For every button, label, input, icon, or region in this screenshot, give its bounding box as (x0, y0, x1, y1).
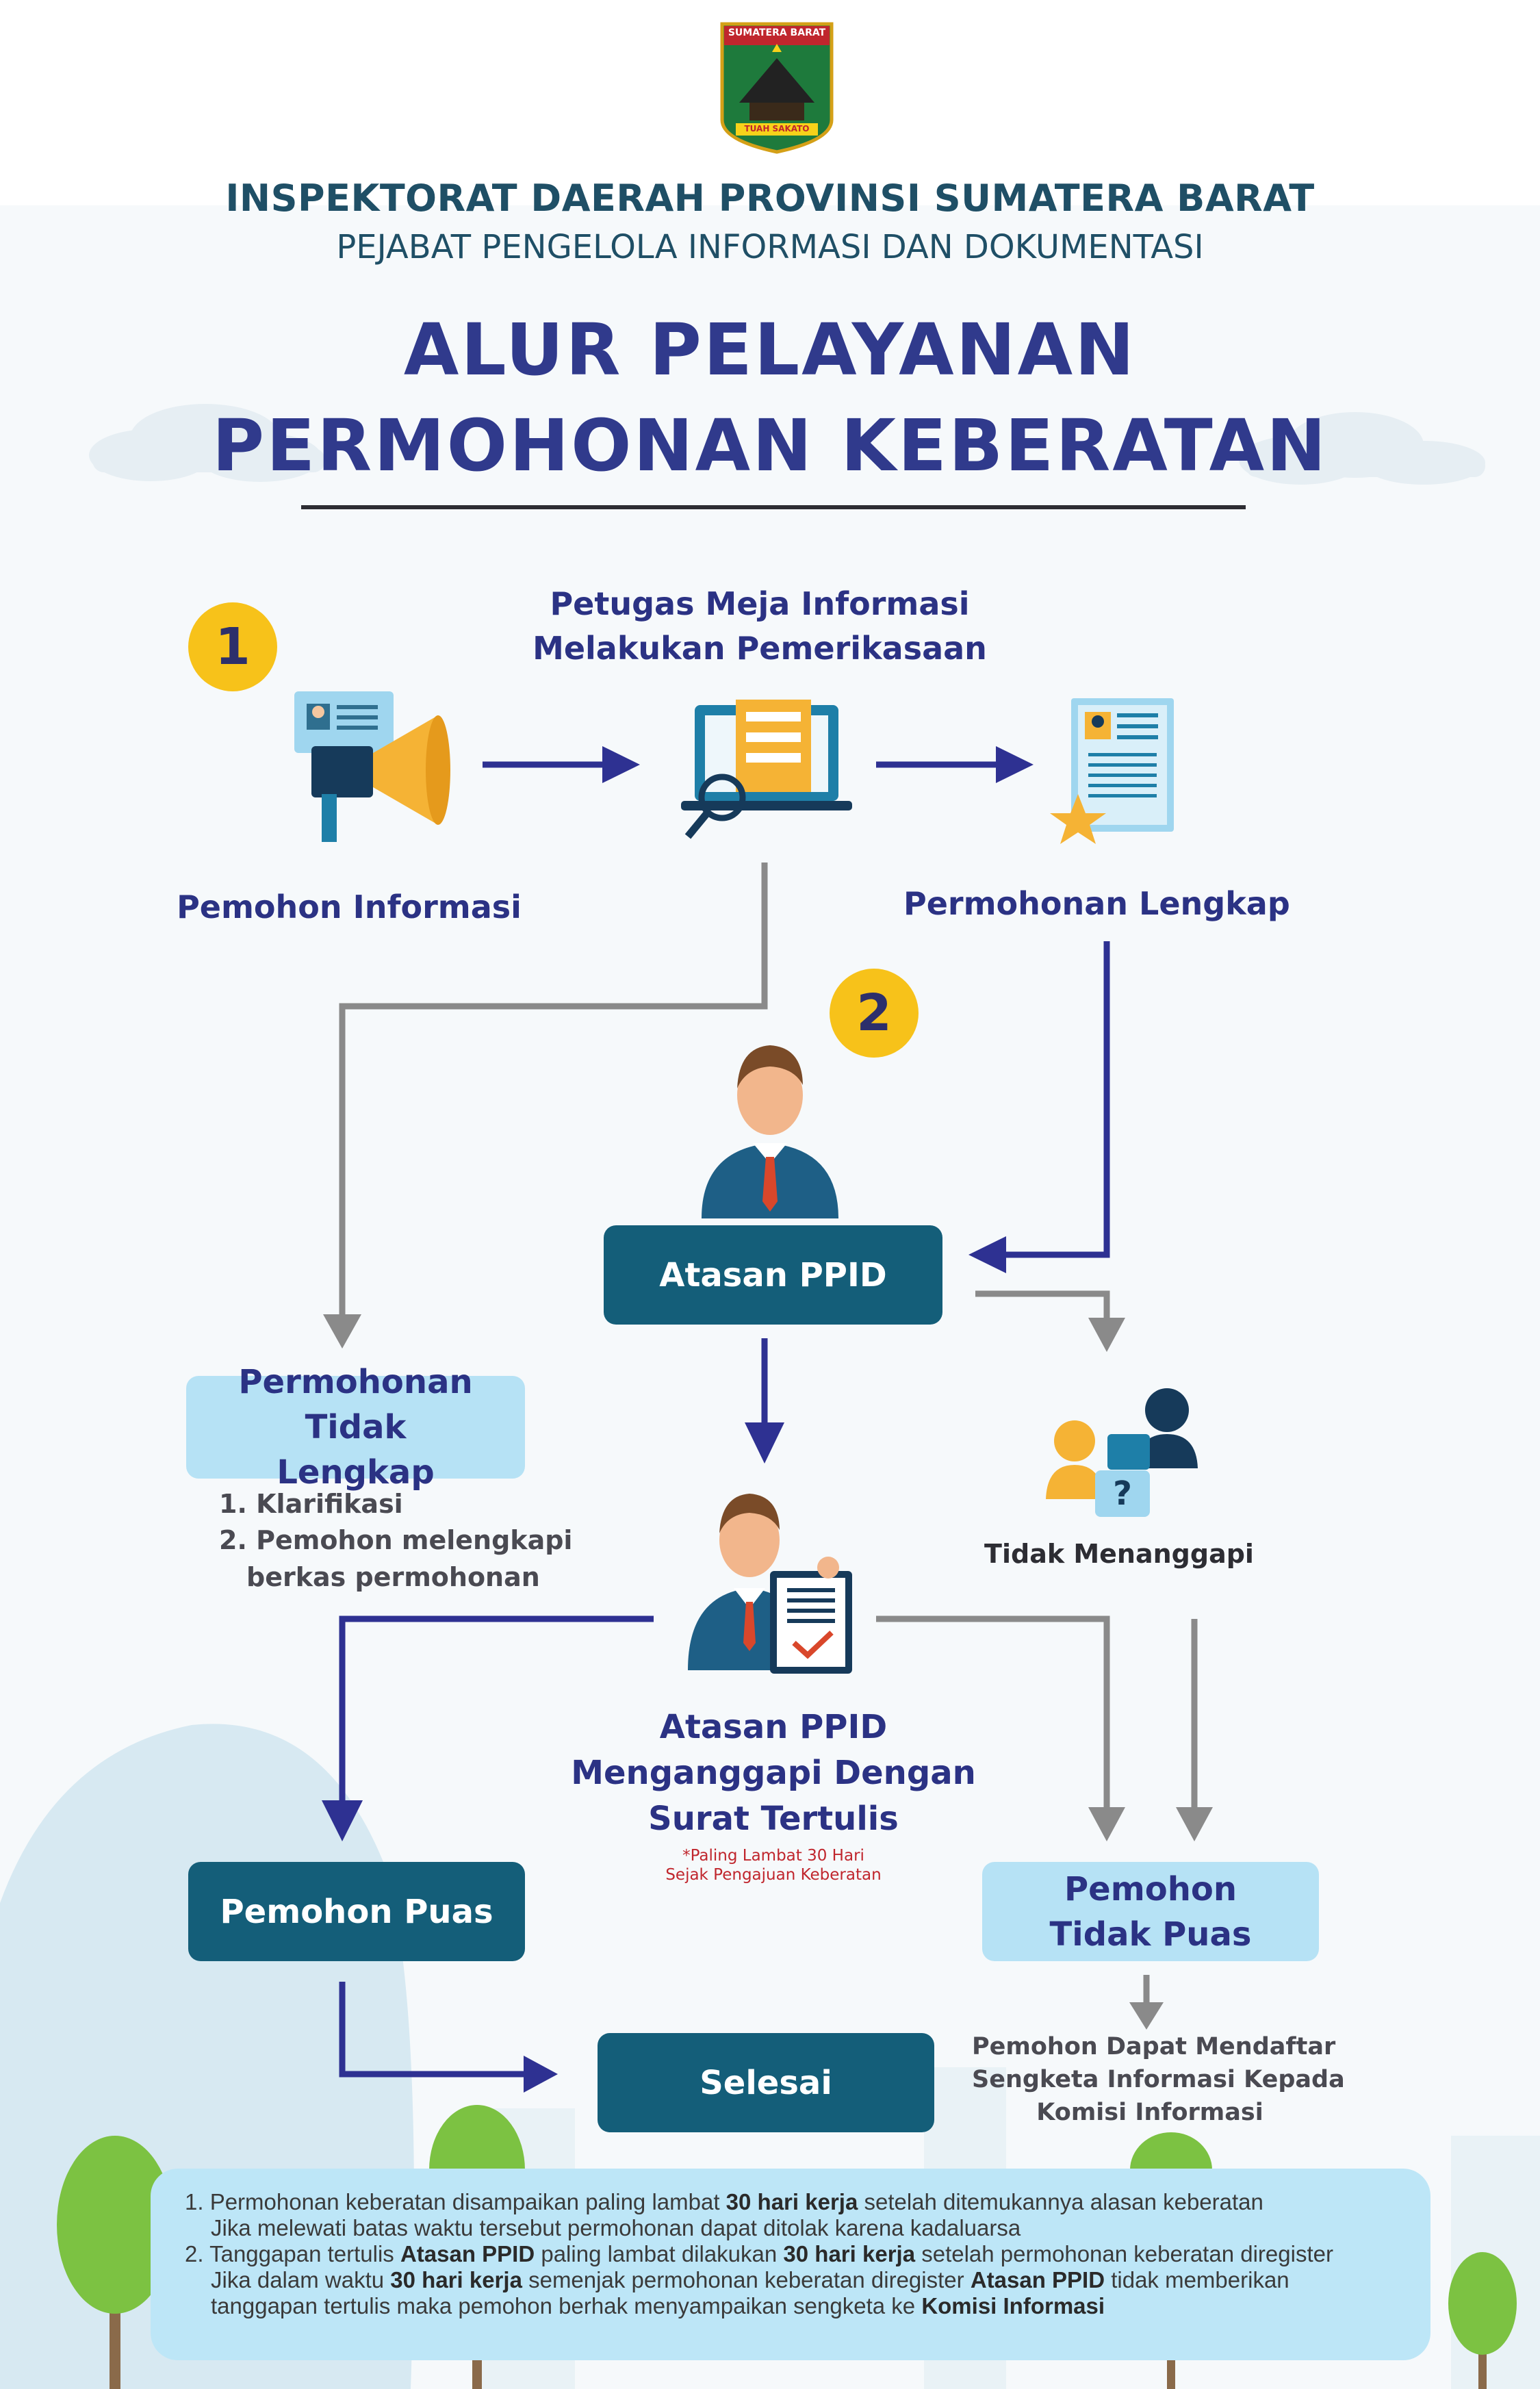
tidak-puas-line-2: Tidak Puas (1049, 1915, 1252, 1954)
question-mark-icon: ? (1113, 1474, 1132, 1513)
menanggapi-line-1: Atasan PPID (659, 1708, 888, 1746)
tidak-lengkap-line-1: Permohonan Tidak (238, 1363, 473, 1446)
flow-arrows-navy (339, 761, 1110, 2078)
tidak-puas-line-1: Pemohon (1064, 1869, 1237, 1908)
title-line-2: PERMOHONAN KEBERATAN (211, 404, 1329, 487)
tree-right-icon (1448, 2252, 1517, 2389)
tidak-lengkap-item-3: berkas permohonan (246, 1562, 540, 1592)
selesai-box: Selesai (598, 2033, 934, 2132)
unit-name: PEJABAT PENGELOLA INFORMASI DAN DOKUMENT… (336, 228, 1204, 266)
menanggapi-line-2: Menganggapi Dengan (571, 1754, 976, 1792)
org-name: INSPEKTORAT DAERAH PROVINSI SUMATERA BAR… (225, 177, 1315, 220)
cloud-left-icon (89, 404, 325, 482)
petugas-line-2: Melakukan Pemerikasaan (532, 630, 987, 667)
title-line-1: ALUR PELAYANAN (403, 308, 1137, 392)
tidak-lengkap-item-2: 2. Pemohon melengkapi (219, 1525, 573, 1555)
flow-arrows-gray (339, 863, 1198, 2006)
note-2-line-3: tanggapan tertulis maka pemohon berhak m… (211, 2293, 1105, 2318)
note-1-line-1: 1. Permohonan keberatan disampaikan pali… (185, 2189, 1263, 2214)
step-badge-1: 1 (188, 602, 277, 691)
pemohon-puas-box: Pemohon Puas (188, 1862, 525, 1961)
logo-bottom-text: TUAH SAKATO (744, 124, 810, 133)
businessman-icon (702, 1045, 838, 1218)
arrow-heads-navy (322, 746, 1034, 2093)
tidak-lengkap-item-1: 1. Klarifikasi (219, 1489, 403, 1519)
deadline-note-line-2: Sejak Pengajuan Keberatan (665, 1866, 882, 1884)
title-underline (301, 505, 1246, 509)
note-2-line-2: Jika dalam waktu 30 hari kerja semenjak … (211, 2267, 1289, 2292)
step-badge-2: 2 (830, 969, 919, 1058)
petugas-line-1: Petugas Meja Informasi (550, 585, 970, 622)
deadline-note-line-1: *Paling Lambat 30 Hari (682, 1847, 864, 1865)
laptop-search-icon (681, 700, 852, 839)
document-star-icon (1050, 698, 1174, 844)
megaphone-icon (294, 691, 450, 842)
note-1-line-2: Jika melewati batas waktu tersebut permo… (211, 2215, 1021, 2240)
users-question-icon (1046, 1388, 1198, 1517)
permohonan-tidak-lengkap-box: Permohonan Tidak Lengkap (186, 1363, 525, 1492)
logo-top-text: SUMATERA BARAT (728, 27, 826, 38)
sengketa-line-3: Komisi Informasi (1036, 2099, 1263, 2126)
cloud-right-icon (1239, 412, 1485, 485)
pemohon-tidak-puas-box: Pemohon Tidak Puas (982, 1862, 1319, 1961)
arrow-heads-gray (323, 1314, 1213, 2030)
tidak-lengkap-line-2: Lengkap (277, 1453, 435, 1492)
permohonan-lengkap-label: Permohonan Lengkap (903, 885, 1290, 922)
menanggapi-line-3: Surat Tertulis (648, 1800, 899, 1838)
tidak-menanggapi-label: Tidak Menanggapi (984, 1539, 1254, 1569)
note-2-line-1: 2. Tanggapan tertulis Atasan PPID paling… (185, 2241, 1333, 2266)
atasan-ppid-box: Atasan PPID (604, 1225, 942, 1325)
sengketa-line-2: Sengketa Informasi Kepada (972, 2066, 1345, 2093)
tree-left-icon (57, 2136, 173, 2389)
sengketa-line-1: Pemohon Dapat Mendaftar (972, 2033, 1336, 2060)
notes-panel: 1. Permohonan keberatan disampaikan pali… (151, 2169, 1430, 2360)
logo-shield-icon (720, 22, 834, 154)
pemohon-informasi-label: Pemohon Informasi (177, 889, 522, 925)
businessman-document-icon (688, 1494, 852, 1674)
